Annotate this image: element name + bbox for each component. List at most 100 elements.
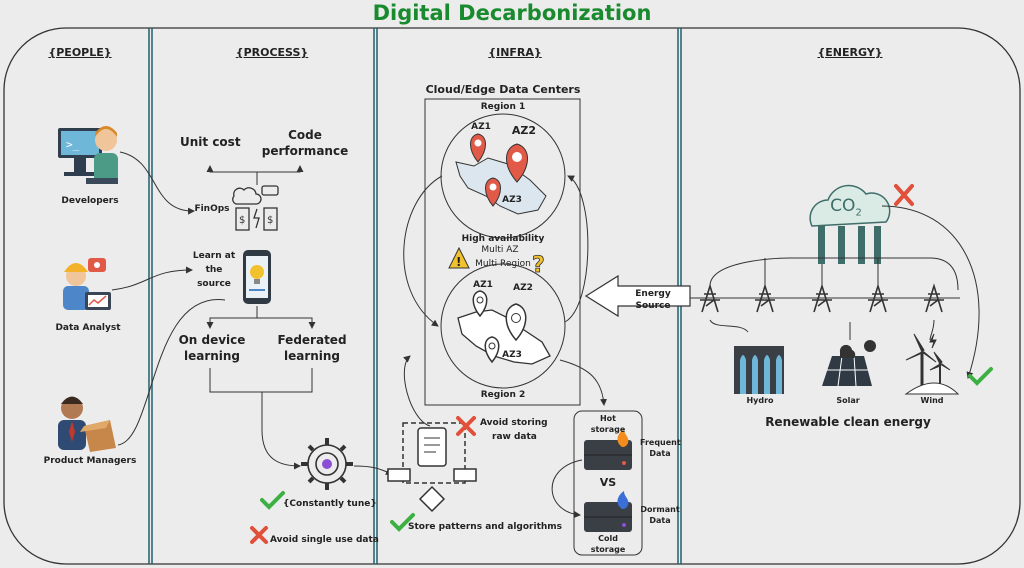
column-dividers [148,28,682,564]
code-performance-label-1: Code [288,128,322,142]
svg-text:>_: >_ [66,138,80,151]
frequent-data-label-1: Frequent [640,438,681,447]
hydro-label: Hydro [746,396,774,405]
avoid-single-use-label: Avoid single use data [270,535,379,545]
federated-learning-label-2: learning [283,349,341,363]
page-title: Digital Decarbonization [372,1,652,25]
region1-pins [470,133,528,207]
developers-label: Developers [61,196,119,206]
frequent-data-label-2: Data [649,449,671,458]
constantly-tune-label: {Constantly tune} [283,499,377,509]
cross-icon [250,526,268,544]
outer-frame [3,27,1021,565]
svg-text:$: $ [239,215,245,226]
solar-label: Solar [836,396,860,405]
process-connectors [111,151,393,475]
product-manager-icon [58,396,116,452]
az2-label: AZ2 [513,283,533,293]
avoid-raw-data-label-2: raw data [492,432,537,442]
region2-pins [472,290,527,364]
cold-storage-label-1: Cold [598,534,618,543]
map-pin-icon [505,303,527,342]
developer-icon: >_ [58,126,118,184]
az2-label: AZ2 [511,124,537,137]
wind-turbine-icon [904,333,960,395]
learn-at-source-label-2: the [205,265,223,275]
dormant-data-label-2: Data [649,516,671,525]
finops-label: FinOps [194,204,230,214]
svg-text:$: $ [267,215,273,226]
hot-storage-label-2: storage [590,425,626,434]
svg-text:?: ? [532,253,545,278]
solar-icon [822,340,876,387]
store-patterns-label: Store patterns and algorithms [408,522,563,532]
infra-connectors [403,175,608,518]
section-header-energy: {ENERGY} [817,46,883,59]
hot-storage-icon [584,429,632,470]
region2-label: Region 2 [480,390,526,400]
map-pin-icon [484,336,500,364]
cold-storage-icon [584,491,632,532]
hot-storage-label-1: Hot [599,414,616,423]
region2-circle [440,263,566,389]
co2-label: CO2 [830,196,862,219]
hydro-icon [734,346,784,394]
code-performance-label-2: performance [261,144,349,158]
finops-icon: $ $ [232,185,279,231]
az3-label: AZ3 [502,195,522,205]
wind-label: Wind [920,396,944,405]
renewable-energy-label: Renewable clean energy [765,415,931,429]
map-pin-icon [472,290,488,318]
az1-label: AZ1 [471,122,491,132]
cold-storage-label-2: storage [590,545,626,554]
energy-source-arrow [584,274,691,318]
warning-icon: ! [448,246,470,269]
learn-at-source-label-1: Learn at [192,251,236,261]
az3-label: AZ3 [502,350,522,360]
cross-icon [894,184,914,206]
region1-map [455,157,547,215]
datacenter-box [424,98,581,406]
gear-icon [301,438,353,490]
section-header-people: {PEOPLE} [48,46,112,59]
multi-region-label: Multi Region [475,259,531,269]
on-device-learning-label-1: On device [178,333,246,347]
question-icon: ? [532,253,546,279]
avoid-raw-data-label-1: Avoid storing [480,418,548,428]
multi-az-label: Multi AZ [481,245,519,255]
federated-learning-label-1: Federated [277,333,347,347]
datacenters-label: Cloud/Edge Data Centers [425,83,581,96]
map-pin-icon [470,133,486,163]
product-managers-label: Product Managers [43,456,137,466]
check-icon [260,491,285,510]
section-header-process: {PROCESS} [235,46,309,59]
energy-source-label-1: Energy [635,289,671,299]
map-pin-icon [506,143,528,183]
section-header-infra: {INFRA} [488,46,542,59]
learn-at-source-label-3: source [197,279,231,289]
check-icon [390,513,415,532]
algorithm-flowchart [387,422,477,513]
storage-box [573,410,643,556]
data-analyst-icon [63,258,111,310]
check-icon [968,367,993,386]
energy-connectors [709,205,980,379]
svg-text:!: ! [456,255,461,269]
unit-cost-label: Unit cost [180,135,241,149]
co2-cloud-icon [809,184,891,264]
region2-map [457,309,551,365]
high-availability-label: High availability [461,234,545,244]
vs-label: VS [599,476,617,489]
smartphone-bulb-icon [243,250,271,304]
energy-source-label-2: Source [635,301,671,311]
map-pin-icon [485,177,501,207]
az1-label: AZ1 [473,280,493,290]
cross-icon [456,416,476,436]
dormant-data-label-1: Dormant [640,505,680,514]
region1-label: Region 1 [480,102,526,112]
on-device-learning-label-2: learning [183,349,241,363]
transmission-tower-icon [700,283,944,313]
data-analyst-label: Data Analyst [55,323,121,333]
